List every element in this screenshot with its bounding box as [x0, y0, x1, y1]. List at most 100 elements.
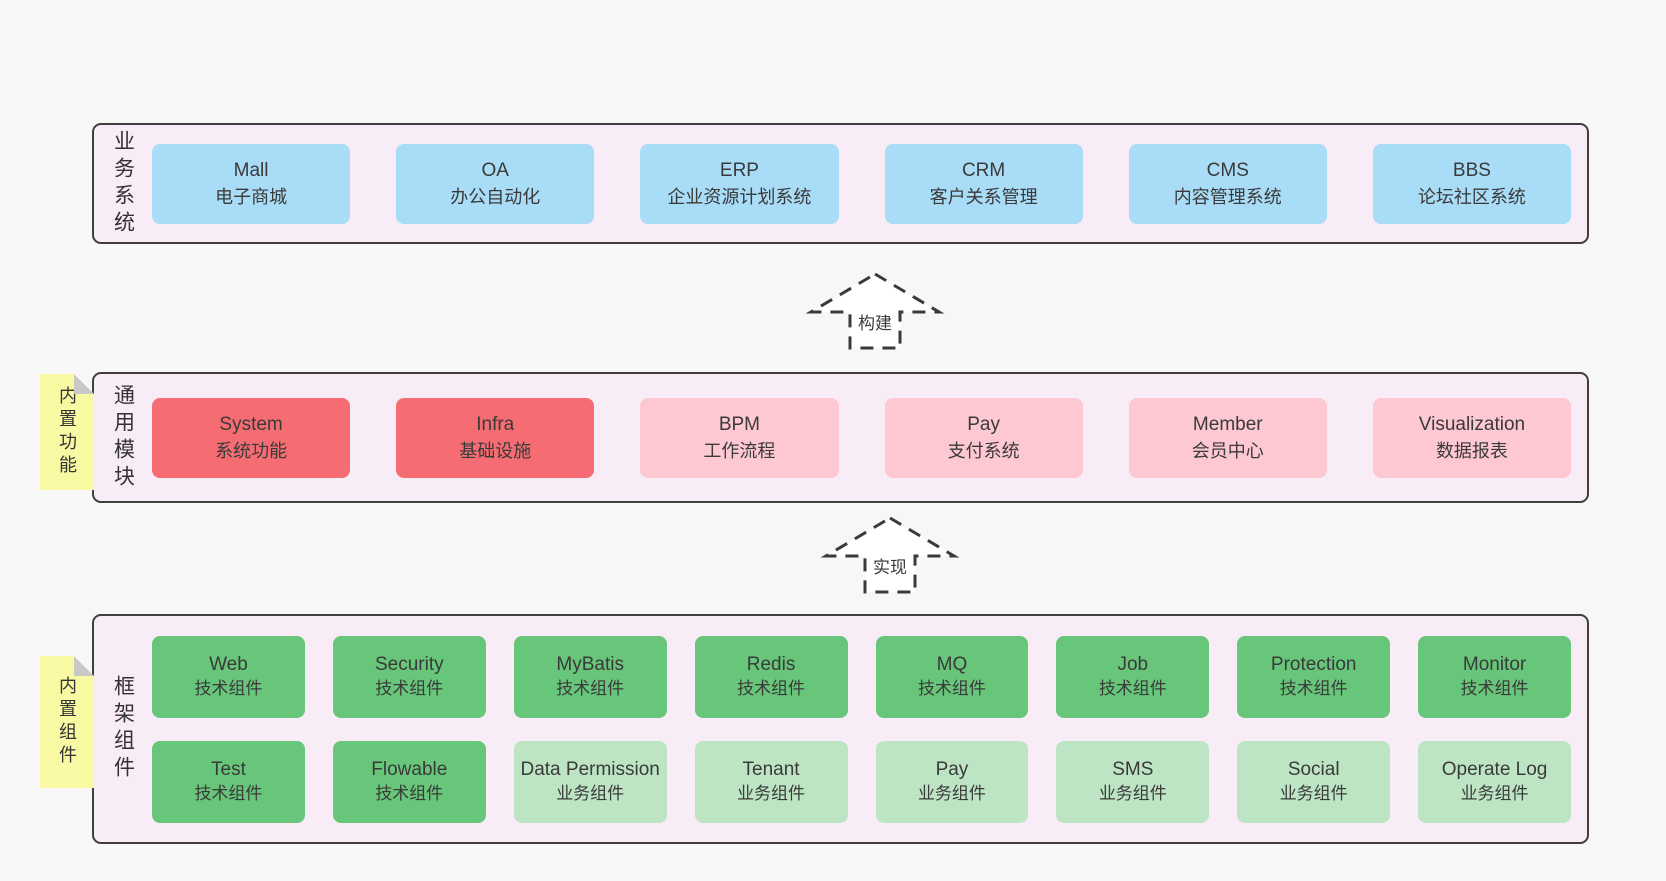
box-desc: 支付系统 [947, 440, 1020, 461]
band-label-text: 业务系统 [111, 129, 135, 238]
box-name: Web [209, 653, 248, 675]
build-arrow-shape [805, 272, 945, 350]
box-oa: OA 办公自动化 [396, 143, 595, 224]
box-desc: 业务组件 [917, 783, 986, 803]
box-name: BPM [718, 413, 761, 435]
box-member: Member 会员中心 [1128, 397, 1327, 478]
box-desc: 会员中心 [1191, 440, 1264, 461]
band-common-modules-label: 通用模块 [94, 374, 152, 501]
box-name: Visualization [1418, 413, 1526, 435]
box-bbs: BBS 论坛社区系统 [1372, 143, 1572, 224]
box-bpm: BPM 工作流程 [640, 397, 839, 478]
band-label-text: 通用模块 [111, 383, 135, 492]
band-framework-components-label: 框架组件 [94, 616, 152, 842]
box-desc: 技术组件 [375, 783, 444, 803]
box-infra: Infra 基础设施 [396, 397, 595, 478]
sticky-note-text: 内置组件 [57, 676, 77, 768]
box-name: MQ [936, 653, 968, 675]
box-job: Job 技术组件 [1056, 635, 1210, 718]
box-name: OA [481, 159, 509, 181]
tech-components-row: Web 技术组件 Security 技术组件 MyBatis 技术组件 Redi… [152, 635, 1571, 718]
box-name: SMS [1112, 758, 1154, 780]
folded-corner [74, 656, 94, 676]
box-erp: ERP 企业资源计划系统 [640, 143, 839, 224]
band-label-text: 框架组件 [111, 675, 135, 783]
box-name: Monitor [1462, 653, 1527, 675]
box-desc: 技术组件 [1098, 678, 1167, 698]
implement-arrow: 实现 [820, 516, 960, 594]
build-arrow: 构建 [805, 272, 945, 350]
box-desc: 技术组件 [556, 678, 625, 698]
band-framework-components-content: Web 技术组件 Security 技术组件 MyBatis 技术组件 Redi… [152, 616, 1587, 842]
box-pay-module: Pay 支付系统 [884, 397, 1083, 478]
box-mybatis: MyBatis 技术组件 [513, 635, 667, 718]
biz-components-row: Test 技术组件 Flowable 技术组件 Data Permission … [152, 740, 1571, 823]
box-mall: Mall 电子商城 [152, 143, 351, 224]
box-desc: 业务组件 [556, 783, 625, 803]
box-test: Test 技术组件 [152, 740, 305, 823]
box-name: Pay [967, 413, 1000, 435]
implement-arrow-shape [820, 516, 960, 594]
folded-corner [74, 374, 94, 394]
band-common-modules: 通用模块 System 系统功能 Infra 基础设施 BPM 工作流程 Pay… [92, 372, 1589, 503]
box-desc: 基础设施 [459, 440, 532, 461]
box-desc: 论坛社区系统 [1417, 186, 1526, 207]
box-operate-log: Operate Log 业务组件 [1418, 740, 1571, 823]
box-flowable: Flowable 技术组件 [332, 740, 486, 823]
box-desc: 业务组件 [1279, 783, 1348, 803]
box-desc: 技术组件 [194, 783, 263, 803]
box-name: CMS [1206, 159, 1249, 181]
band-business-systems: 业务系统 Mall 电子商城 OA 办公自动化 ERP 企业资源计划系统 CRM… [92, 123, 1589, 244]
box-name: Flowable [371, 758, 448, 780]
box-name: Security [374, 653, 444, 675]
box-name: MyBatis [556, 653, 624, 675]
box-name: System [219, 413, 283, 435]
box-monitor: Monitor 技术组件 [1418, 635, 1571, 718]
box-web: Web 技术组件 [152, 635, 305, 718]
box-desc: 技术组件 [194, 678, 263, 698]
box-name: CRM [961, 159, 1006, 181]
box-name: Test [211, 758, 246, 780]
box-name: Social [1287, 758, 1340, 780]
box-visualization: Visualization 数据报表 [1372, 397, 1572, 478]
box-name: ERP [719, 159, 759, 181]
sticky-note-builtin-components: 内置组件 [40, 656, 94, 788]
band-framework-components: 框架组件 Web 技术组件 Security 技术组件 MyBatis 技术组件… [92, 614, 1589, 844]
box-name: Infra [476, 413, 515, 435]
box-name: Mall [233, 159, 269, 181]
build-arrow-label: 构建 [858, 314, 892, 333]
box-desc: 电子商城 [215, 186, 288, 207]
box-desc: 技术组件 [917, 678, 986, 698]
box-security: Security 技术组件 [332, 635, 486, 718]
box-name: Redis [746, 653, 796, 675]
box-crm: CRM 客户关系管理 [884, 143, 1083, 224]
box-desc: 内容管理系统 [1173, 186, 1282, 207]
implement-arrow-label: 实现 [873, 558, 907, 577]
box-name: BBS [1452, 159, 1491, 181]
box-tenant: Tenant 业务组件 [694, 740, 848, 823]
box-social: Social 业务组件 [1237, 740, 1391, 823]
box-pay-component: Pay 业务组件 [875, 740, 1029, 823]
box-desc: 技术组件 [375, 678, 444, 698]
box-desc: 系统功能 [215, 440, 288, 461]
box-name: Pay [935, 758, 969, 780]
band-business-systems-content: Mall 电子商城 OA 办公自动化 ERP 企业资源计划系统 CRM 客户关系… [152, 125, 1587, 242]
box-name: Data Permission [520, 758, 660, 780]
box-desc: 业务组件 [737, 783, 806, 803]
box-desc: 技术组件 [1279, 678, 1348, 698]
box-desc: 办公自动化 [450, 186, 541, 207]
box-name: Operate Log [1441, 758, 1548, 780]
sticky-note-text: 内置功能 [57, 386, 77, 478]
box-desc: 技术组件 [737, 678, 806, 698]
box-name: Member [1192, 413, 1263, 435]
box-desc: 技术组件 [1460, 678, 1529, 698]
box-name: Tenant [742, 758, 800, 780]
box-name: Protection [1270, 653, 1357, 675]
box-desc: 数据报表 [1435, 440, 1508, 461]
box-data-permission: Data Permission 业务组件 [513, 740, 667, 823]
band-business-systems-label: 业务系统 [94, 125, 152, 242]
box-system: System 系统功能 [152, 397, 351, 478]
box-cms: CMS 内容管理系统 [1128, 143, 1327, 224]
band-common-modules-content: System 系统功能 Infra 基础设施 BPM 工作流程 Pay 支付系统… [152, 374, 1587, 501]
